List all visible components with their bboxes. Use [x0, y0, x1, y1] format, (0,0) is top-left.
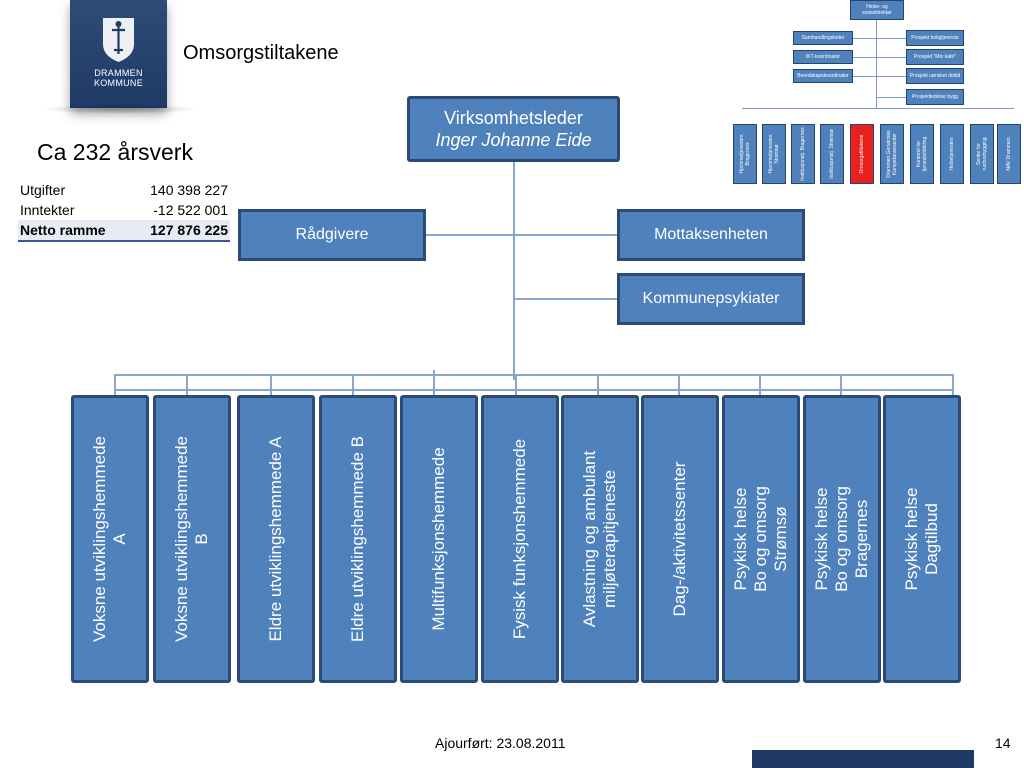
mini-project-box: Prosjekt uønsket deltid	[906, 68, 964, 84]
mini-unit-box: Institusjonstj. Strømsø	[820, 124, 844, 184]
mini-unit-box: Helsetjenesten	[940, 124, 964, 184]
footer-bar	[752, 750, 974, 768]
mini-unit-label: Senter for rusforebygging	[976, 137, 988, 171]
unit-box: Eldre utviklingshemmede A	[237, 395, 315, 683]
mini-staff-box: IKT-koordinator	[793, 50, 853, 64]
logo-shadow	[40, 104, 200, 114]
unit-label: Voksne utviklingshemmede B	[172, 436, 211, 643]
mini-unit-box: Hjemmetjenesten Bragernes	[733, 124, 757, 184]
budget-label: Inntekter	[20, 202, 75, 218]
psychiatrist-box: Kommunepsykiater	[617, 273, 805, 325]
updated-date: Ajourført: 23.08.2011	[435, 735, 566, 751]
municipality-logo: DRAMMEN KOMMUNE	[70, 0, 167, 108]
logo-line-1: DRAMMEN	[94, 68, 143, 78]
connector-bus-lower	[114, 389, 954, 391]
unit-label: Voksne utviklingshemmede A	[90, 436, 129, 643]
budget-row: Inntekter -12 522 001	[18, 200, 230, 220]
unit-label: Multifunksjonshemmede	[429, 447, 448, 631]
mini-unit-label: NAV Drammen	[1006, 137, 1012, 171]
mini-unit-label: Institusjonstj. Bragernes	[800, 127, 806, 181]
unit-box: Eldre utviklingshemmede B	[319, 395, 397, 683]
unit-label: Psykisk helse Bo og omsorg Strømsø	[731, 486, 790, 592]
mini-connector	[853, 57, 906, 58]
unit-label: Avlastning og ambulant miljøterapitjenes…	[580, 450, 619, 628]
unit-box: Avlastning og ambulant miljøterapitjenes…	[561, 395, 639, 683]
intake-unit-box: Mottaksenheten	[617, 209, 805, 261]
mini-unit-label: Hjemmetjenesten Strømsø	[768, 134, 780, 174]
budget-label: Netto ramme	[18, 220, 129, 241]
mini-unit-box: Drammen Geriatriske Kompetansesenter	[880, 124, 904, 184]
connector-drop	[433, 370, 435, 395]
budget-row: Utgifter 140 398 227	[18, 180, 230, 200]
mini-unit-label: Hjemmetjenesten Bragernes	[739, 134, 751, 174]
connector-drop	[840, 376, 842, 395]
mini-project-box: Prosjekt "Min kafé"	[906, 49, 964, 65]
unit-box: Psykisk helse Bo og omsorg Strømsø	[722, 395, 800, 683]
fte-count: Ca 232 årsverk	[37, 139, 193, 165]
mini-connector	[876, 97, 906, 98]
unit-label: Psykisk helse Bo og omsorg Bragernes	[812, 486, 871, 592]
mini-connector	[876, 20, 877, 108]
connector-drop	[597, 376, 599, 395]
mini-top-box: Helse- og sosialdirektør	[850, 0, 904, 20]
mini-project-box: Prosjektledelse bygg	[906, 89, 964, 105]
page-title: Omsorgstiltakene	[183, 42, 339, 64]
unit-box: Voksne utviklingshemmede A	[71, 395, 149, 683]
budget-value: 140 398 227	[150, 182, 228, 198]
unit-box: Dag-/aktivitetssenter	[641, 395, 719, 683]
connector-drop	[515, 376, 517, 395]
connector-drop	[186, 376, 188, 395]
unit-box: Multifunksjonshemmede	[400, 395, 478, 683]
mini-unit-label: Omsorgstiltakene	[859, 134, 865, 174]
mini-unit-box: Hjemmetjenesten Strømsø	[762, 124, 786, 184]
mini-unit-label: Kontoret for tjenestetildeling	[916, 136, 928, 172]
advisors-box: Rådgivere	[238, 209, 426, 261]
mini-unit-label: Institusjonstj. Strømsø	[829, 129, 835, 179]
leader-name: Inger Johanne Eide	[435, 130, 592, 150]
mini-connector	[742, 108, 1014, 109]
budget-total-row: Netto ramme 127 876 225	[18, 220, 230, 241]
connector-drop	[759, 376, 761, 395]
mini-unit-box: Kontoret for tjenestetildeling	[910, 124, 934, 184]
unit-box: Voksne utviklingshemmede B	[153, 395, 231, 683]
unit-label: Fysisk funksjonshemmede	[510, 438, 529, 640]
mini-unit-box: NAV Drammen	[997, 124, 1021, 184]
connector-advisors	[426, 234, 617, 236]
connector-bus-upper	[114, 374, 954, 376]
mini-unit-label: Drammen Geriatriske Kompetansesenter	[886, 130, 898, 178]
mini-staff-box: Samhandlingsleder	[793, 31, 853, 45]
mini-project-box: Prosjekt boligtjeneste	[906, 30, 964, 46]
mini-connector	[853, 76, 906, 77]
unit-label: Eldre utviklingshemmede A	[266, 436, 285, 642]
budget-table: Utgifter 140 398 227 Inntekter -12 522 0…	[18, 180, 230, 242]
unit-box: Fysisk funksjonshemmede	[481, 395, 559, 683]
overview-org-chart: Helse- og sosialdirektør Samhandlingsled…	[730, 0, 1024, 190]
leader-box: Virksomhetsleder Inger Johanne Eide	[407, 96, 620, 162]
mini-unit-box-highlighted: Omsorgstiltakene	[850, 124, 874, 184]
budget-value: -12 522 001	[153, 202, 228, 218]
connector-drop	[270, 376, 272, 395]
mini-unit-box: Senter for rusforebygging	[970, 124, 994, 184]
logo-line-2: KOMMUNE	[93, 78, 144, 88]
unit-box: Psykisk helse Dagtilbud	[883, 395, 961, 683]
unit-box: Psykisk helse Bo og omsorg Bragernes	[803, 395, 881, 683]
coat-of-arms-icon	[103, 18, 134, 62]
mini-staff-box: Beredskapskoordinator	[793, 69, 853, 83]
connector-psychiatrist	[514, 298, 617, 300]
connector-drop	[678, 376, 680, 395]
leader-role: Virksomhetsleder	[444, 108, 583, 128]
page-number: 14	[995, 735, 1011, 751]
connector-bus-right	[952, 374, 954, 395]
unit-label: Psykisk helse Dagtilbud	[902, 487, 941, 591]
mini-connector	[853, 38, 906, 39]
connector-drop	[352, 376, 354, 395]
mini-unit-box: Institusjonstj. Bragernes	[791, 124, 815, 184]
connector-bus-left	[114, 374, 116, 395]
budget-value: 127 876 225	[128, 220, 230, 241]
unit-label: Eldre utviklingshemmede B	[348, 436, 367, 642]
mini-unit-label: Helsetjenesten	[949, 137, 955, 171]
connector-main-vertical	[513, 162, 515, 380]
budget-label: Utgifter	[20, 182, 66, 198]
unit-label: Dag-/aktivitetssenter	[670, 461, 689, 617]
